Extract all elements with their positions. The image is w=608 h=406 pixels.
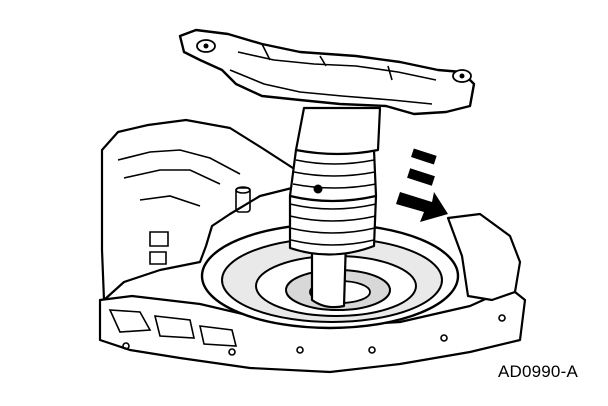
installation-arrow-icon (396, 148, 448, 222)
pump-flange (180, 30, 474, 114)
pump-flange-ribs (230, 44, 436, 104)
case-right-wall (448, 214, 520, 300)
support-body-lower (290, 196, 376, 255)
support-body-upper (296, 108, 380, 154)
pump-assembly (180, 30, 474, 307)
support-body-seal-bands (290, 204, 376, 245)
case-left-housing (102, 120, 300, 300)
case-details (110, 150, 505, 355)
figure-id-label: AD0990-A (497, 362, 578, 381)
support-body-port (313, 184, 323, 194)
transmission-case (100, 120, 525, 372)
